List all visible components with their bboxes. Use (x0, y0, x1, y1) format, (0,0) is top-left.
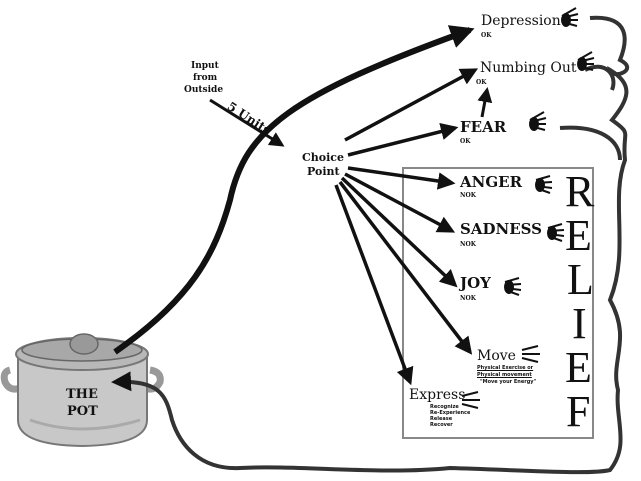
choice-point-line1: Choice (302, 151, 344, 164)
move-sub-1: Physical Exercise or (477, 365, 534, 371)
relief-box (402, 167, 594, 439)
hand-icon (504, 277, 522, 296)
move-label: Move (477, 348, 516, 364)
input-label-line2: from (193, 73, 218, 83)
joy-status: NOK (460, 295, 476, 302)
relief-letter-3: L (567, 255, 594, 304)
relief-letter-1: R (565, 167, 595, 216)
relief-letter-5: E (565, 343, 592, 392)
express-sub-3: Release (430, 416, 453, 422)
anger-status: NOK (460, 192, 476, 199)
express-sub-1: Recognize (430, 404, 459, 410)
depression-status: OK (481, 32, 492, 39)
return-line (111, 15, 630, 475)
choice-arrows (334, 68, 479, 386)
pot-label-line1: THE (66, 387, 98, 402)
input-arrow (209, 98, 285, 147)
relief-letter-2: E (565, 211, 592, 260)
express-sub-4: Recover (430, 422, 453, 428)
hand-icons (461, 7, 595, 409)
hand-icon (561, 7, 579, 27)
express-sub-2: Re-Experience (430, 410, 471, 416)
choice-point-line2: Point (307, 165, 340, 178)
sadness-label: SADNESS (460, 220, 542, 238)
hand-icon (547, 223, 565, 242)
hand-icon (535, 175, 553, 194)
hand-icon (461, 391, 480, 409)
sadness-status: NOK (460, 241, 476, 248)
pot-label-line2: POT (67, 404, 98, 419)
fear-status: OK (460, 138, 471, 145)
depression-label: Depression (481, 13, 561, 29)
hand-icon (577, 51, 595, 71)
numbing-status: OK (476, 79, 487, 86)
hand-icon (521, 345, 540, 363)
fear-to-numbing-arrow (477, 87, 493, 118)
input-label-line1: Input (191, 61, 219, 71)
move-sub-2: Physical movement (477, 372, 532, 378)
fear-label: FEAR (460, 118, 507, 136)
joy-label: JOY (460, 274, 491, 292)
anger-label: ANGER (460, 173, 523, 191)
relief-letter-6: F (566, 387, 591, 436)
pot-to-depression-arrow (113, 25, 475, 355)
input-label-line3: Outside (184, 85, 224, 95)
relief-letter-4: I (572, 299, 587, 348)
express-label: Express (409, 387, 466, 403)
hand-icon (529, 111, 547, 131)
numbing-label: Numbing Out (480, 60, 577, 76)
move-sub-3: "Move your Energy" (480, 379, 537, 385)
